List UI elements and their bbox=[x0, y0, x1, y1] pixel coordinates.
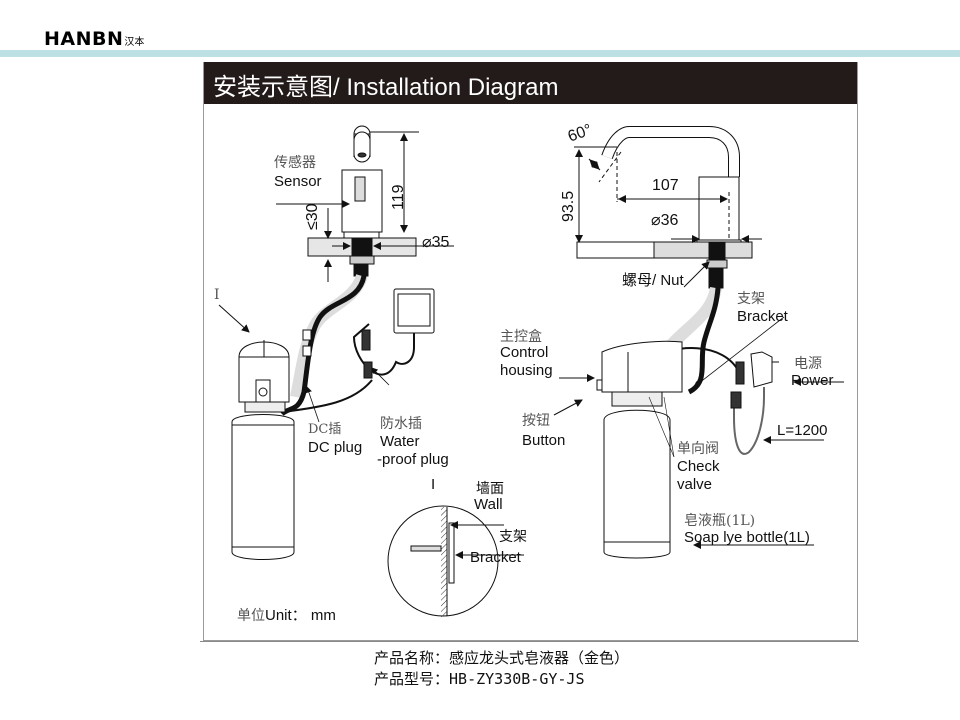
dc-plug-label: DC plug bbox=[308, 439, 363, 456]
waterproof-plug-label-2: -proof plug bbox=[377, 451, 449, 468]
dim-diameter-36: ⌀36 bbox=[651, 212, 679, 229]
panel-bottom-rule bbox=[200, 641, 859, 642]
dim-thickness-30: ≤30 bbox=[304, 203, 321, 230]
product-info: 产品名称：感应龙头式皂液器（金色） 产品型号：HB-ZY330B-GY-JS bbox=[374, 648, 629, 690]
left-dimensions bbox=[276, 131, 454, 282]
panel-title: 安装示意图/ Installation Diagram bbox=[213, 74, 559, 101]
right-dimensions bbox=[574, 146, 762, 288]
brand-logo: HANBN 汉本 bbox=[44, 28, 144, 50]
right-soap-bottle bbox=[603, 409, 671, 559]
control-housing-label-cn: 主控盒 bbox=[500, 329, 542, 345]
detail-circle-marker: I bbox=[431, 476, 436, 493]
right-faucet bbox=[576, 126, 753, 289]
dim-height-93-5: 93.5 bbox=[560, 190, 577, 222]
dim-height-119: 119 bbox=[390, 184, 407, 210]
dim-diameter-35: ⌀35 bbox=[422, 234, 450, 251]
header-band bbox=[0, 50, 960, 57]
detail-bracket-label: Bracket bbox=[470, 549, 521, 566]
left-tubing bbox=[280, 273, 373, 416]
power-label: Power bbox=[791, 372, 834, 389]
check-valve-label-1: Check bbox=[677, 458, 720, 475]
installation-diagram-panel: 安装示意图/ Installation Diagram bbox=[203, 62, 858, 641]
bottle-label-cn: 皂液瓶(1L) bbox=[684, 512, 755, 530]
dim-reach-107: 107 bbox=[652, 177, 679, 194]
brand-name-cn: 汉本 bbox=[124, 37, 145, 48]
product-model-label: 产品型号： bbox=[374, 670, 450, 688]
left-shank bbox=[351, 237, 373, 257]
dc-plug-label-cn: DC插 bbox=[308, 422, 342, 437]
button-label-cn: 按钮 bbox=[522, 413, 550, 429]
left-faucet bbox=[307, 125, 417, 277]
check-valve-label-2: valve bbox=[677, 476, 713, 493]
waterproof-plug-label-1: Water bbox=[380, 433, 420, 450]
waterproof-plug-label-cn: 防水插 bbox=[380, 416, 422, 432]
product-name-value: 感应龙头式皂液器（金色） bbox=[449, 649, 630, 667]
wall-label: Wall bbox=[474, 496, 503, 513]
detail-marker: I bbox=[214, 287, 220, 303]
bottle-label: Soap lye bottle(1L) bbox=[684, 529, 810, 546]
wall-label-cn: 墙面 bbox=[476, 481, 504, 497]
cable-length-label: L=1200 bbox=[777, 422, 828, 439]
detail-circle bbox=[387, 505, 524, 617]
brand-name: HANBN bbox=[44, 28, 124, 50]
left-power-unit bbox=[305, 288, 435, 423]
bracket-label-cn: 支架 bbox=[737, 291, 765, 307]
unit-label-en: Unit： mm bbox=[265, 607, 336, 624]
left-soap-bottle bbox=[231, 414, 295, 560]
diagram-drawing bbox=[218, 125, 844, 617]
check-valve-label-cn: 单向阀 bbox=[677, 441, 719, 457]
bottle-label-cn-text: 皂液瓶(1L) bbox=[684, 513, 756, 529]
nut-label: 螺母/ Nut bbox=[622, 272, 684, 289]
control-housing-label-2: housing bbox=[500, 362, 553, 379]
product-name-row: 产品名称：感应龙头式皂液器（金色） bbox=[374, 648, 629, 669]
unit-label: 单位Unit： mm bbox=[237, 607, 336, 625]
left-control-housing bbox=[218, 304, 295, 560]
button-label: Button bbox=[522, 432, 566, 449]
product-model-row: 产品型号：HB-ZY330B-GY-JS bbox=[374, 669, 629, 690]
unit-label-cn: 单位 bbox=[237, 608, 265, 624]
sensor-window bbox=[354, 176, 366, 202]
product-name-label: 产品名称： bbox=[374, 649, 450, 667]
power-label-cn: 电源 bbox=[794, 356, 822, 372]
right-power-adapter bbox=[693, 351, 844, 549]
detail-bracket-label-cn: 支架 bbox=[499, 529, 527, 545]
sensor-label: Sensor bbox=[274, 173, 322, 190]
control-housing-label-1: Control bbox=[500, 344, 549, 361]
bracket-label: Bracket bbox=[737, 308, 788, 325]
product-model-value: HB-ZY330B-GY-JS bbox=[449, 670, 585, 688]
sensor-label-cn: 传感器 bbox=[274, 155, 316, 171]
panel-title-bar: 安装示意图/ Installation Diagram bbox=[204, 62, 857, 104]
right-control-housing bbox=[553, 316, 785, 559]
